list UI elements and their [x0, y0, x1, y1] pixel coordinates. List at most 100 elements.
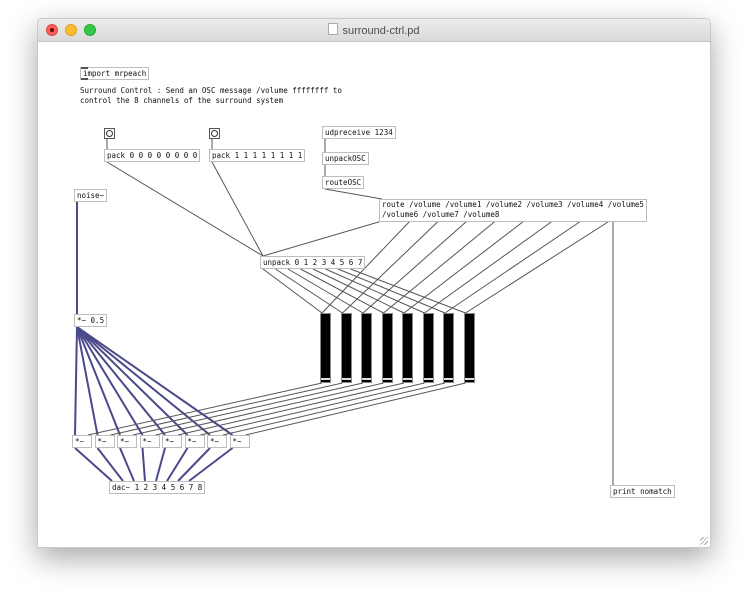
wire-mul-channel-7[interactable]: [76, 326, 211, 436]
unpack-object[interactable]: unpack 0 1 2 3 4 5 6 7: [260, 256, 366, 269]
title-bar[interactable]: surround-ctrl.pd: [38, 19, 710, 42]
wire-mul-channel-3[interactable]: [76, 326, 121, 436]
wire-mul-dac-3[interactable]: [119, 447, 135, 482]
unpackosc-text: unpackOSC: [325, 154, 366, 163]
wire-route-unpack[interactable]: [262, 220, 383, 257]
wire-unpack-slider-2[interactable]: [275, 268, 343, 314]
comment-line-2: control the 8 channels of the surround s…: [80, 96, 284, 105]
bang-one[interactable]: [209, 128, 220, 139]
volume-slider-4[interactable]: [381, 313, 393, 383]
wire-unpack-slider-4[interactable]: [300, 268, 384, 314]
pack-zero-object[interactable]: pack 0 0 0 0 0 0 0 0: [104, 149, 201, 162]
wire-mul-dac-1[interactable]: [74, 447, 113, 482]
wire-unpack-slider-3[interactable]: [287, 268, 364, 314]
import-object[interactable]: import mrpeach: [80, 67, 150, 80]
wire-slider-mul-3[interactable]: [132, 382, 364, 436]
wire-mul-dac-2[interactable]: [96, 447, 124, 482]
wire-routeosc-route[interactable]: [324, 188, 383, 200]
volume-slider-1[interactable]: [320, 313, 331, 383]
wire-route-slider-6[interactable]: [424, 220, 553, 314]
udpreceive-object[interactable]: udpreceive 1234: [322, 126, 396, 139]
multiply-main-object[interactable]: *~ 0.5: [74, 314, 108, 327]
bang-zero[interactable]: [104, 128, 115, 139]
slider-knob[interactable]: [321, 378, 330, 380]
maximize-button[interactable]: [84, 24, 96, 36]
wire-route-slider-7[interactable]: [444, 220, 582, 314]
slider-knob[interactable]: [444, 378, 453, 380]
wire-mul-dac-8[interactable]: [188, 447, 234, 482]
slider-knob[interactable]: [403, 378, 412, 380]
comment-line-1: Surround Control : Send an OSC message /…: [80, 86, 342, 95]
routeosc-object[interactable]: routeOSC: [322, 176, 365, 189]
slider-knob[interactable]: [423, 378, 433, 380]
multiply-channel-text: *~: [97, 437, 107, 446]
multiply-channel-3[interactable]: *~: [117, 435, 137, 448]
wire-unpack-slider-7[interactable]: [337, 268, 446, 314]
wire-slider-mul-2[interactable]: [110, 382, 343, 436]
wire-unpack-slider-6[interactable]: [325, 268, 425, 314]
wire-route-slider-8[interactable]: [465, 220, 610, 314]
multiply-main-text: *~ 0.5: [77, 316, 105, 325]
close-button[interactable]: [46, 24, 58, 36]
import-object-text: import mrpeach: [83, 69, 147, 78]
route-volume-object[interactable]: route /volume /volume1 /volume2 /volume3…: [379, 199, 647, 222]
multiply-channel-1[interactable]: *~: [72, 435, 92, 448]
wire-mul-channel-4[interactable]: [76, 326, 144, 436]
wire-slider-mul-4[interactable]: [155, 382, 384, 436]
wire-slider-mul-1[interactable]: [87, 382, 323, 436]
wire-slider-mul-6[interactable]: [200, 382, 425, 436]
wire-mul-channel-8[interactable]: [76, 326, 234, 436]
multiply-channel-text: *~: [120, 437, 130, 446]
unpackosc-object[interactable]: unpackOSC: [322, 152, 369, 165]
pack-one-object[interactable]: pack 1 1 1 1 1 1 1 1: [209, 149, 306, 162]
wire-mul-dac-4[interactable]: [141, 447, 146, 482]
wire-mul-channel-2[interactable]: [76, 326, 99, 436]
document-icon: [328, 23, 339, 35]
multiply-channel-text: *~: [142, 437, 152, 446]
wire-route-slider-5[interactable]: [403, 220, 525, 314]
wire-unpack-slider-5[interactable]: [312, 268, 405, 314]
volume-slider-5[interactable]: [402, 313, 413, 383]
print-nomatch-object[interactable]: print nomatch: [610, 485, 675, 498]
wire-route-slider-4[interactable]: [383, 220, 496, 314]
wire-unpack-slider-8[interactable]: [350, 268, 466, 314]
dac-object[interactable]: dac~ 1 2 3 4 5 6 7 8: [109, 481, 206, 494]
wire-unpack-slider-1[interactable]: [262, 268, 323, 314]
multiply-channel-7[interactable]: *~: [207, 435, 227, 448]
unpack-text: unpack 0 1 2 3 4 5 6 7: [263, 258, 363, 267]
slider-knob[interactable]: [382, 378, 392, 380]
wire-mul-channel-1[interactable]: [74, 326, 78, 436]
volume-slider-8[interactable]: [463, 313, 475, 383]
slider-knob[interactable]: [341, 378, 351, 380]
noise-object[interactable]: noise~: [74, 189, 108, 202]
slider-knob[interactable]: [464, 378, 474, 380]
wire-mul-dac-7[interactable]: [177, 447, 211, 482]
window-title: surround-ctrl.pd: [38, 23, 710, 37]
wire-pack1-unpack[interactable]: [211, 161, 264, 257]
minimize-button[interactable]: [65, 24, 77, 36]
wire-mul-channel-5[interactable]: [76, 326, 166, 436]
multiply-channel-4[interactable]: *~: [139, 435, 160, 448]
print-nomatch-text: print nomatch: [613, 487, 672, 496]
resize-grip[interactable]: [700, 537, 708, 545]
route-line-2: /volume6 /volume7 /volume8: [382, 210, 500, 219]
multiply-channel-2[interactable]: *~: [94, 435, 115, 448]
wire-slider-mul-5[interactable]: [177, 382, 405, 436]
wire-slider-mul-8[interactable]: [245, 382, 466, 436]
volume-slider-7[interactable]: [443, 313, 454, 383]
volume-slider-3[interactable]: [361, 313, 372, 383]
patch-canvas[interactable]: import mrpeach Surround Control : Send a…: [38, 42, 710, 547]
slider-knob[interactable]: [362, 378, 371, 380]
multiply-channel-8[interactable]: *~: [229, 435, 250, 448]
multiply-channel-6[interactable]: *~: [184, 435, 205, 448]
wire-pack0-unpack[interactable]: [106, 161, 264, 257]
wire-route-slider-3[interactable]: [362, 220, 468, 314]
volume-slider-6[interactable]: [422, 313, 434, 383]
window-title-text: surround-ctrl.pd: [342, 25, 420, 37]
wire-mul-dac-5[interactable]: [155, 447, 166, 482]
volume-slider-2[interactable]: [340, 313, 352, 383]
wire-mul-channel-6[interactable]: [76, 326, 189, 436]
wire-mul-dac-6[interactable]: [166, 447, 189, 482]
multiply-channel-5[interactable]: *~: [162, 435, 182, 448]
wire-slider-mul-7[interactable]: [222, 382, 446, 436]
